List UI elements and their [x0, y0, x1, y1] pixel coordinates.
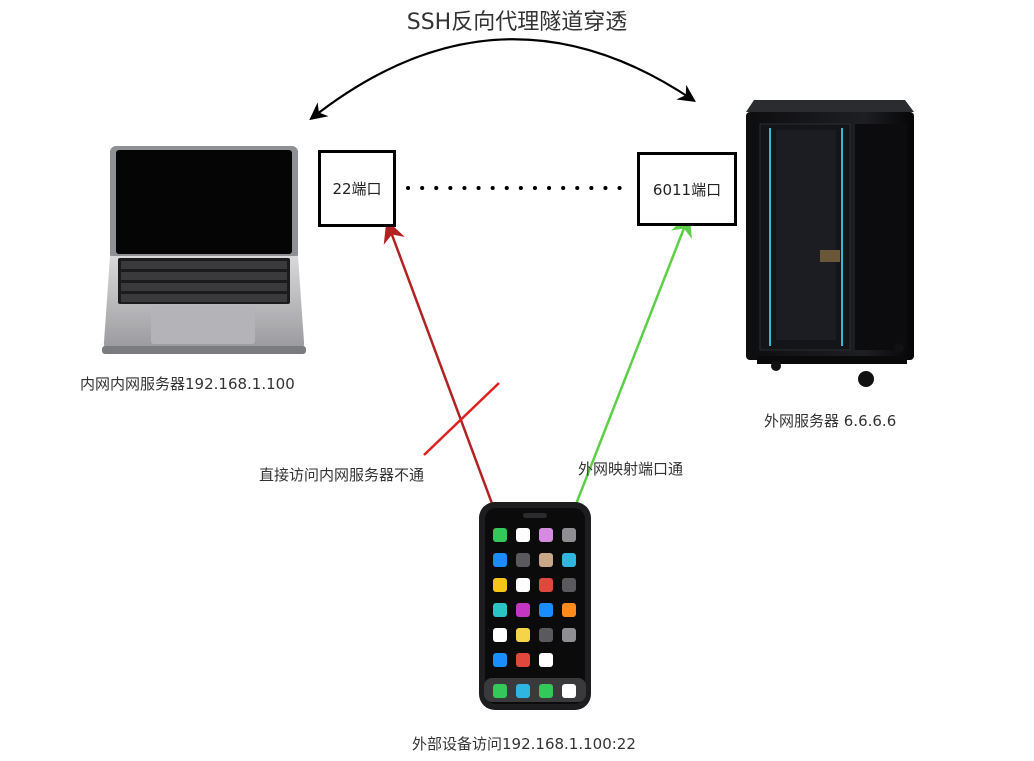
mapped-access-label: 外网映射端口通	[578, 458, 683, 479]
app-icon	[516, 653, 530, 667]
app-icon	[493, 628, 507, 642]
app-icon	[539, 578, 553, 592]
internal-server-label: 内网内网服务器192.168.1.100	[80, 373, 295, 394]
dock-app-icon	[539, 684, 553, 698]
diagram-title: SSH反向代理隧道穿透	[0, 4, 1034, 36]
external-server-label: 外网服务器 6.6.6.6	[764, 410, 896, 431]
server-rack-icon	[746, 100, 914, 387]
port-22-box: 22端口	[318, 150, 396, 227]
dock-app-icon	[493, 684, 507, 698]
app-icon	[493, 528, 507, 542]
app-icon	[562, 603, 576, 617]
app-icon	[562, 528, 576, 542]
port-6011-box: 6011端口	[637, 152, 737, 226]
dock-app-icon	[562, 684, 576, 698]
app-icon	[539, 603, 553, 617]
app-icon	[539, 653, 553, 667]
external-device-label: 外部设备访问192.168.1.100:22	[412, 733, 636, 754]
app-icon	[493, 603, 507, 617]
app-icon	[539, 528, 553, 542]
app-icon	[516, 628, 530, 642]
app-icon	[562, 578, 576, 592]
direct-access-label: 直接访问内网服务器不通	[259, 464, 424, 485]
app-icon	[562, 553, 576, 567]
port-22-label: 22端口	[332, 178, 381, 199]
phone-icon	[479, 502, 591, 710]
blocked-cross-mark	[424, 383, 499, 455]
app-icon	[516, 553, 530, 567]
app-icon	[562, 628, 576, 642]
app-icon	[516, 528, 530, 542]
tunnel-arc	[312, 39, 693, 118]
laptop-icon	[102, 146, 306, 354]
app-icon	[493, 578, 507, 592]
app-icon	[516, 578, 530, 592]
app-icon	[516, 603, 530, 617]
port-6011-label: 6011端口	[653, 179, 721, 200]
app-icon	[493, 553, 507, 567]
dock-app-icon	[516, 684, 530, 698]
app-icon	[539, 628, 553, 642]
app-icon	[539, 553, 553, 567]
app-icon	[493, 653, 507, 667]
